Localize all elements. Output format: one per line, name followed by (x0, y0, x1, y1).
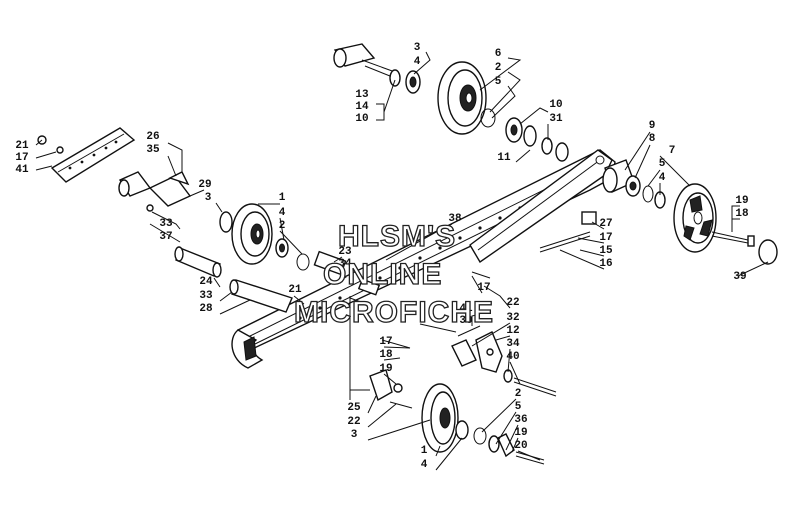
callout-23: 23 (338, 246, 352, 258)
callout-33: 33 (199, 290, 213, 302)
callout-2: 2 (515, 388, 522, 400)
callout-34: 34 (338, 258, 352, 270)
callout-6: 6 (495, 48, 502, 60)
callout-3: 3 (351, 429, 358, 441)
callout-4: 4 (659, 172, 666, 184)
callout-4: 4 (421, 459, 428, 471)
callout-31: 31 (549, 113, 563, 125)
callout-5: 5 (495, 76, 502, 88)
rail-upper-plate (469, 149, 613, 264)
callout-34: 34 (506, 338, 520, 350)
callout-14: 14 (355, 101, 369, 113)
leader-lines (35, 51, 769, 471)
callout-27: 27 (599, 218, 612, 230)
callout-20: 20 (514, 440, 527, 452)
callout-7: 7 (669, 145, 676, 157)
callout-2: 2 (279, 220, 286, 232)
callout-40: 40 (506, 351, 519, 363)
callout-16: 16 (599, 258, 612, 270)
callout-18: 18 (379, 349, 393, 361)
watermark: HLSM'S ONLINE MICROFICHE (293, 219, 494, 329)
callout-22: 22 (506, 297, 519, 309)
callout-41: 41 (15, 164, 29, 176)
right-idler-wheel-group (602, 159, 778, 265)
callout-19: 19 (379, 363, 392, 375)
callout-38: 38 (448, 213, 462, 225)
callout-4: 4 (414, 56, 421, 68)
callout-4: 4 (279, 207, 286, 219)
callout-26: 26 (146, 131, 159, 143)
callout-9: 9 (649, 120, 656, 132)
callout-21: 21 (15, 140, 29, 152)
callout-35: 35 (146, 144, 160, 156)
callout-15: 15 (599, 245, 613, 257)
callout-25: 25 (347, 402, 361, 414)
callout-10: 10 (355, 113, 368, 125)
slide-rail (231, 149, 616, 369)
callout-19: 19 (514, 427, 527, 439)
callout-labels: 3462513141010311198754191839211741263529… (15, 42, 749, 471)
callout-32: 32 (506, 312, 519, 324)
callout-36: 36 (514, 414, 527, 426)
callout-11: 11 (497, 152, 511, 164)
callout-8: 8 (649, 133, 656, 145)
callout-12: 12 (506, 325, 519, 337)
callout-39: 39 (733, 271, 746, 283)
callout-41: 41 (459, 303, 473, 315)
callout-22: 22 (347, 416, 360, 428)
callout-17: 17 (477, 282, 490, 294)
callout-13: 13 (355, 89, 369, 101)
callout-2: 2 (495, 62, 502, 74)
center-components (313, 211, 597, 349)
callout-17: 17 (379, 336, 392, 348)
callout-1: 1 (279, 192, 286, 204)
watermark-line-3: MICROFICHE (294, 296, 494, 329)
callout-5: 5 (515, 401, 522, 413)
callout-17: 17 (15, 152, 28, 164)
callout-28: 28 (199, 303, 213, 315)
callout-33: 33 (159, 218, 173, 230)
callout-24: 24 (199, 276, 213, 288)
callout-17: 17 (599, 232, 612, 244)
mid-wheel-group (118, 171, 310, 313)
watermark-line-1: HLSM'S (338, 220, 456, 253)
callout-18: 18 (735, 208, 749, 220)
callout-30: 30 (459, 315, 472, 327)
wheel-cap (758, 239, 778, 265)
callout-37: 37 (159, 231, 172, 243)
callout-1: 1 (421, 445, 428, 457)
lower-wheel-group (369, 331, 557, 465)
callout-5: 5 (659, 158, 666, 170)
rear-rail-stub (37, 127, 136, 183)
upper-idler-wheel-group (333, 43, 569, 162)
callout-3: 3 (414, 42, 421, 54)
watermark-line-2: ONLINE (323, 258, 442, 291)
callout-10: 10 (549, 99, 562, 111)
callout-21: 21 (288, 284, 302, 296)
callout-29: 29 (198, 179, 211, 191)
callout-3: 3 (205, 192, 212, 204)
callout-19: 19 (735, 195, 748, 207)
